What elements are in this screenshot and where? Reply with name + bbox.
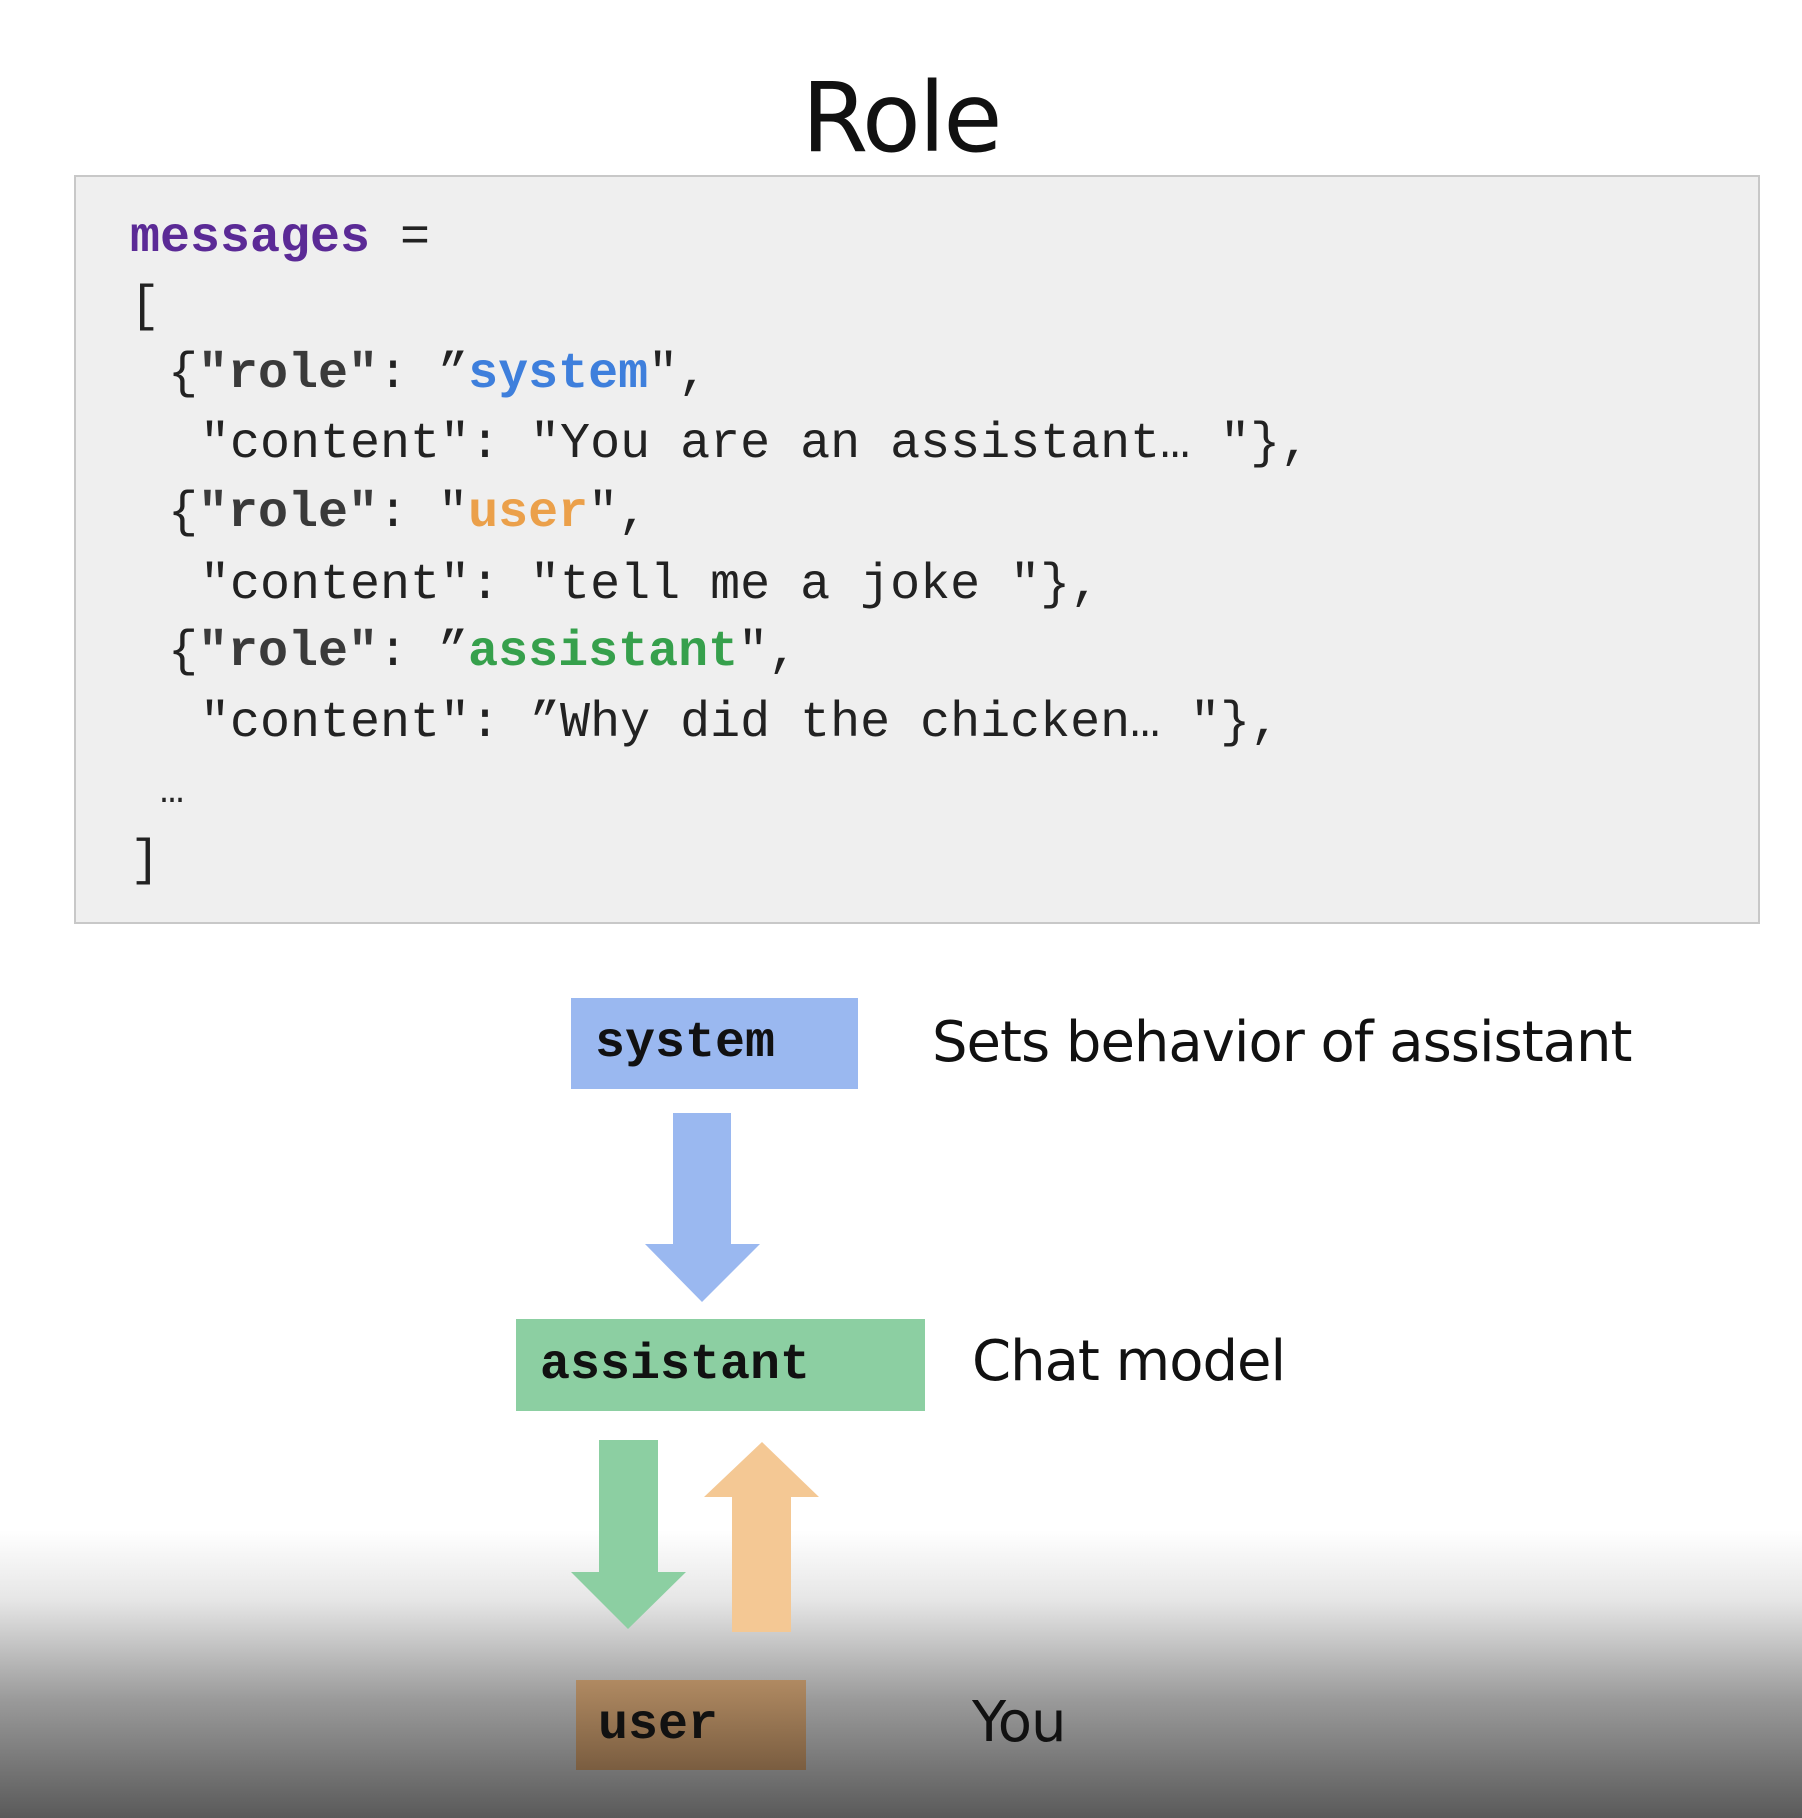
- assistant-node-label: assistant: [540, 1336, 811, 1394]
- code-line-system-role: {"role": ”system",: [168, 345, 708, 405]
- user-description: You: [972, 1690, 1067, 1755]
- role-key: "role": [198, 624, 379, 681]
- user-node-label: user: [598, 1696, 719, 1754]
- code-line-open-bracket: [: [130, 279, 161, 336]
- system-node-label: system: [595, 1015, 776, 1072]
- role-value-system: system: [468, 346, 649, 403]
- open-brace: {: [168, 485, 199, 542]
- quote-close: ",: [738, 624, 799, 681]
- separator: :: [378, 346, 439, 403]
- code-line-user-content: "content": "tell me a joke "},: [200, 557, 1101, 614]
- messages-variable: messages: [130, 210, 371, 267]
- role-value-user: user: [468, 485, 589, 542]
- separator: :: [378, 485, 439, 542]
- quote-close: ",: [648, 346, 709, 403]
- code-line-user-role: {"role": "user",: [168, 484, 648, 544]
- quote: ”: [438, 346, 469, 403]
- role-value-assistant: assistant: [468, 624, 739, 681]
- open-brace: {: [168, 346, 199, 403]
- open-brace: {: [168, 624, 199, 681]
- code-line-assistant-role: {"role": ”assistant",: [168, 623, 798, 683]
- arrow-assistant-to-user: [571, 1440, 686, 1629]
- separator: :: [378, 624, 439, 681]
- code-line-ellipsis: …: [160, 770, 185, 815]
- quote: ”: [438, 624, 469, 681]
- code-line-system-content: "content": "You are an assistant… "},: [200, 416, 1311, 473]
- quote: ": [438, 485, 469, 542]
- role-key: "role": [198, 485, 379, 542]
- code-block: messages = [ {"role": ”system", "content…: [74, 175, 1760, 924]
- arrow-system-to-assistant: [645, 1113, 760, 1302]
- system-description: Sets behavior of assistant: [932, 1010, 1632, 1075]
- role-key: "role": [198, 346, 379, 403]
- equals-sign: =: [370, 210, 431, 267]
- arrow-user-to-assistant: [704, 1442, 819, 1632]
- system-node: system: [571, 998, 858, 1089]
- quote-close: ",: [588, 485, 649, 542]
- code-line-assignment: messages =: [130, 209, 430, 269]
- code-line-close-bracket: ]: [130, 833, 161, 890]
- assistant-description: Chat model: [972, 1329, 1286, 1394]
- slide-title: Role: [801, 62, 1003, 174]
- code-line-assistant-content: "content": ”Why did the chicken… "},: [200, 695, 1281, 752]
- assistant-node: assistant: [516, 1319, 925, 1411]
- user-node: user: [576, 1680, 806, 1770]
